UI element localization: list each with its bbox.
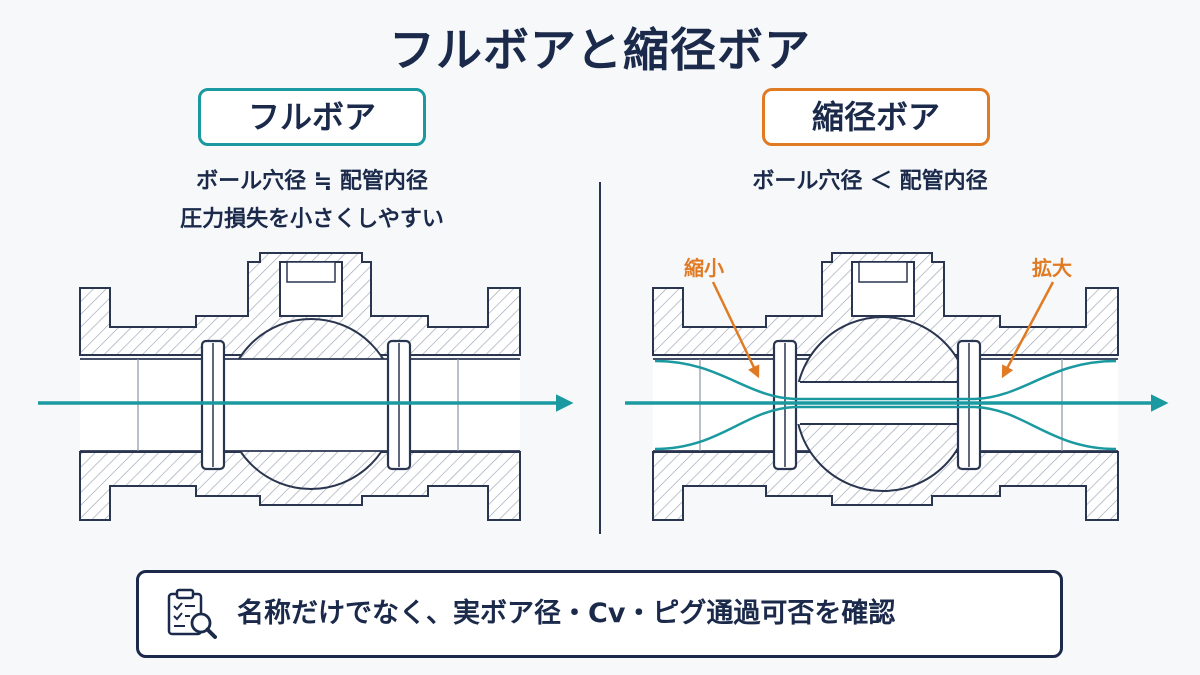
full-bore-benefit: 圧力損失を小さくしやすい bbox=[180, 207, 444, 232]
full-bore-valve bbox=[38, 252, 574, 521]
reduced-bore-upper-streamline bbox=[654, 359, 1117, 401]
expansion-leader bbox=[1001, 281, 1055, 379]
center-divider bbox=[599, 182, 601, 534]
reduced-bore-lower-streamline bbox=[654, 405, 1117, 451]
reduced-bore-valve bbox=[625, 252, 1169, 521]
full-bore-pipe-bore bbox=[80, 359, 520, 451]
contraction-leader bbox=[711, 281, 760, 379]
full-bore-relation: ボール穴径 ≒ 配管内径 bbox=[196, 169, 428, 194]
valve-diagrams bbox=[38, 252, 1169, 521]
page-title: フルボアと縮径ボア bbox=[388, 23, 812, 77]
full-bore-badge: フルボア bbox=[198, 88, 426, 146]
note-box: 名称だけでなく、実ボア径・Cv・ピグ通過可否を確認 bbox=[136, 570, 1063, 658]
clipboard-magnifier-icon bbox=[163, 587, 221, 649]
reduced-bore-stem-top bbox=[858, 261, 908, 283]
expansion-label: 拡大 bbox=[1032, 256, 1072, 280]
full-bore-stem-top bbox=[286, 261, 336, 283]
contraction-label: 縮小 bbox=[684, 256, 724, 280]
reduced-bore-relation: ボール穴径 ＜ 配管内径 bbox=[752, 169, 988, 194]
note-text: 名称だけでなく、実ボア径・Cv・ピグ通過可否を確認 bbox=[237, 598, 896, 629]
reduced-bore-badge: 縮径ボア bbox=[762, 88, 990, 146]
